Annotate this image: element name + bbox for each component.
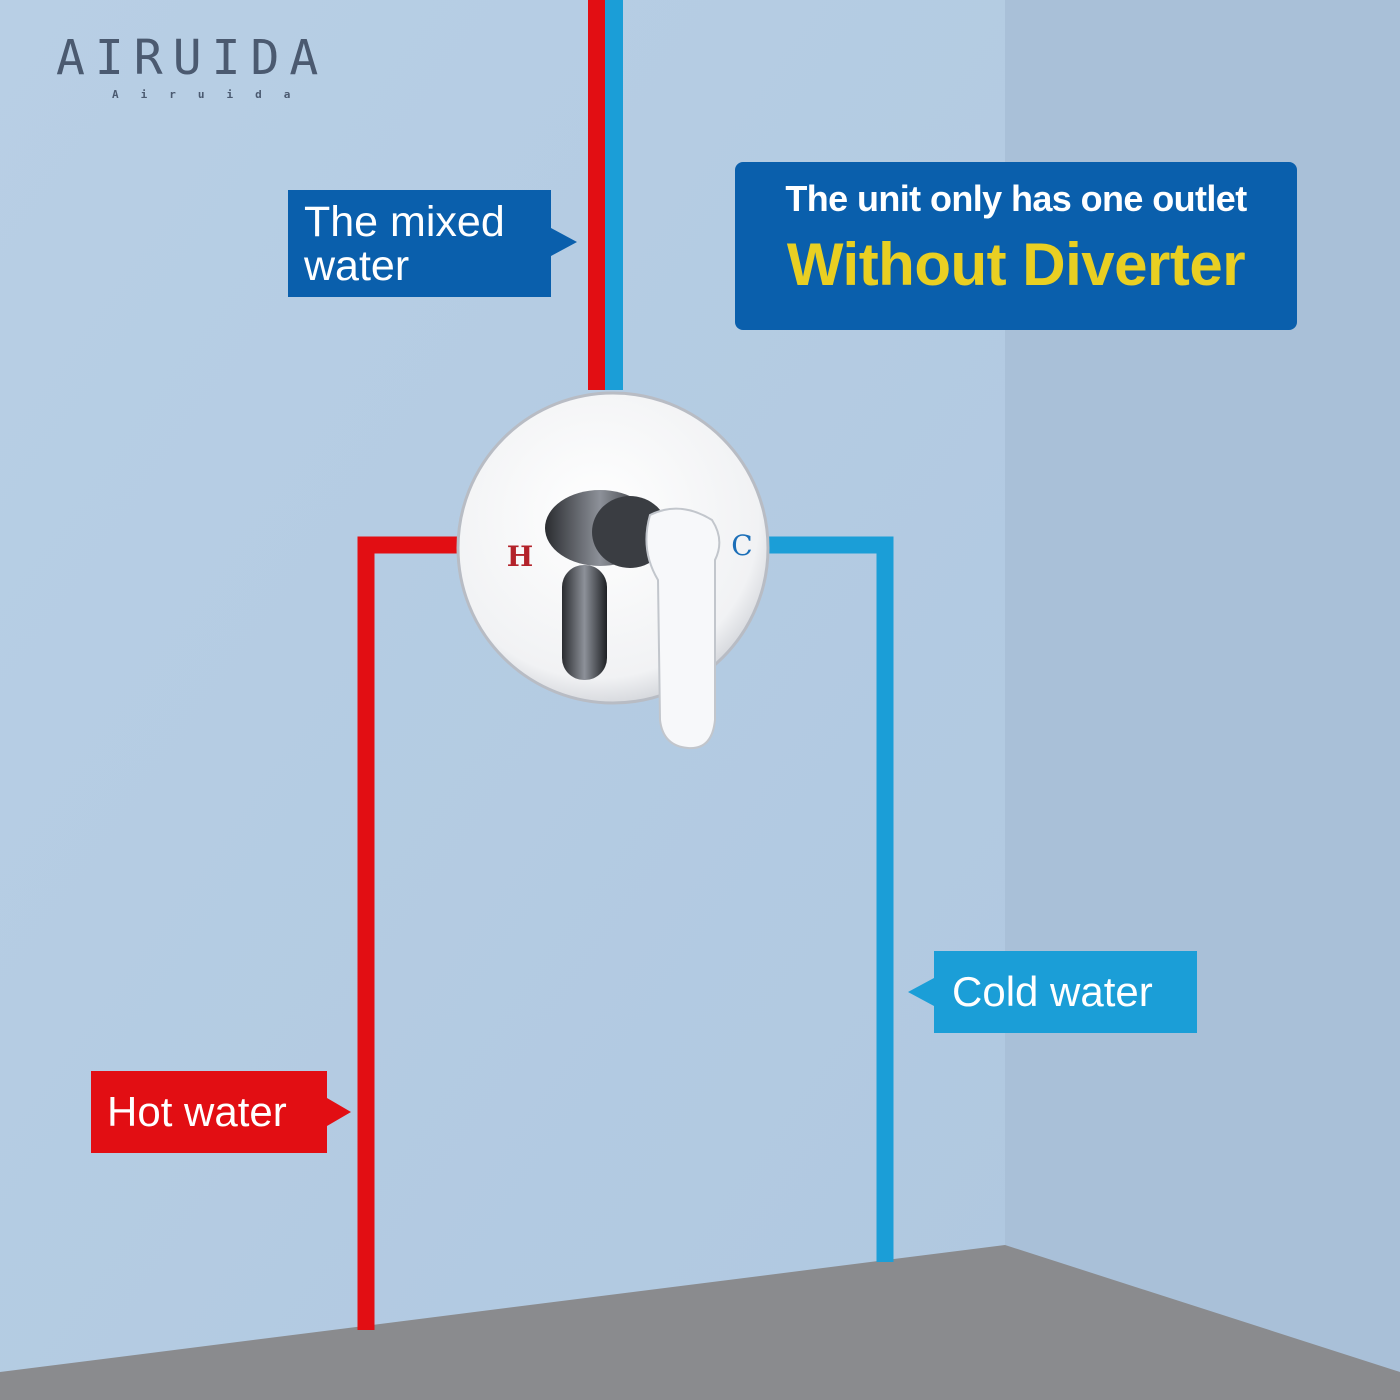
- valve-lever-handle[interactable]: [645, 507, 721, 750]
- logo-text: AIRUIDA: [56, 30, 329, 86]
- hot-water-label: Hot water: [91, 1071, 351, 1153]
- logo-subtext: Airuida: [112, 88, 313, 101]
- hot-mark: H: [507, 540, 533, 573]
- mixed-water-pipe: [588, 0, 623, 390]
- cold-water-pipe: [760, 536, 894, 1262]
- hot-water-pipe: [357, 536, 470, 1330]
- lever-shadow: [562, 565, 607, 680]
- without-diverter-heading: Without Diverter: [786, 231, 1246, 298]
- floor: [0, 1245, 1400, 1400]
- shower-valve: H C: [456, 391, 770, 750]
- cold-water-label: Cold water: [908, 951, 1197, 1033]
- mixed-water-label: The mixed water: [288, 190, 577, 297]
- outlet-info-banner: The unit only has one outlet Without Div…: [735, 162, 1297, 330]
- cold-mark: C: [731, 529, 752, 562]
- outlet-info-text: The unit only has one outlet: [785, 178, 1247, 219]
